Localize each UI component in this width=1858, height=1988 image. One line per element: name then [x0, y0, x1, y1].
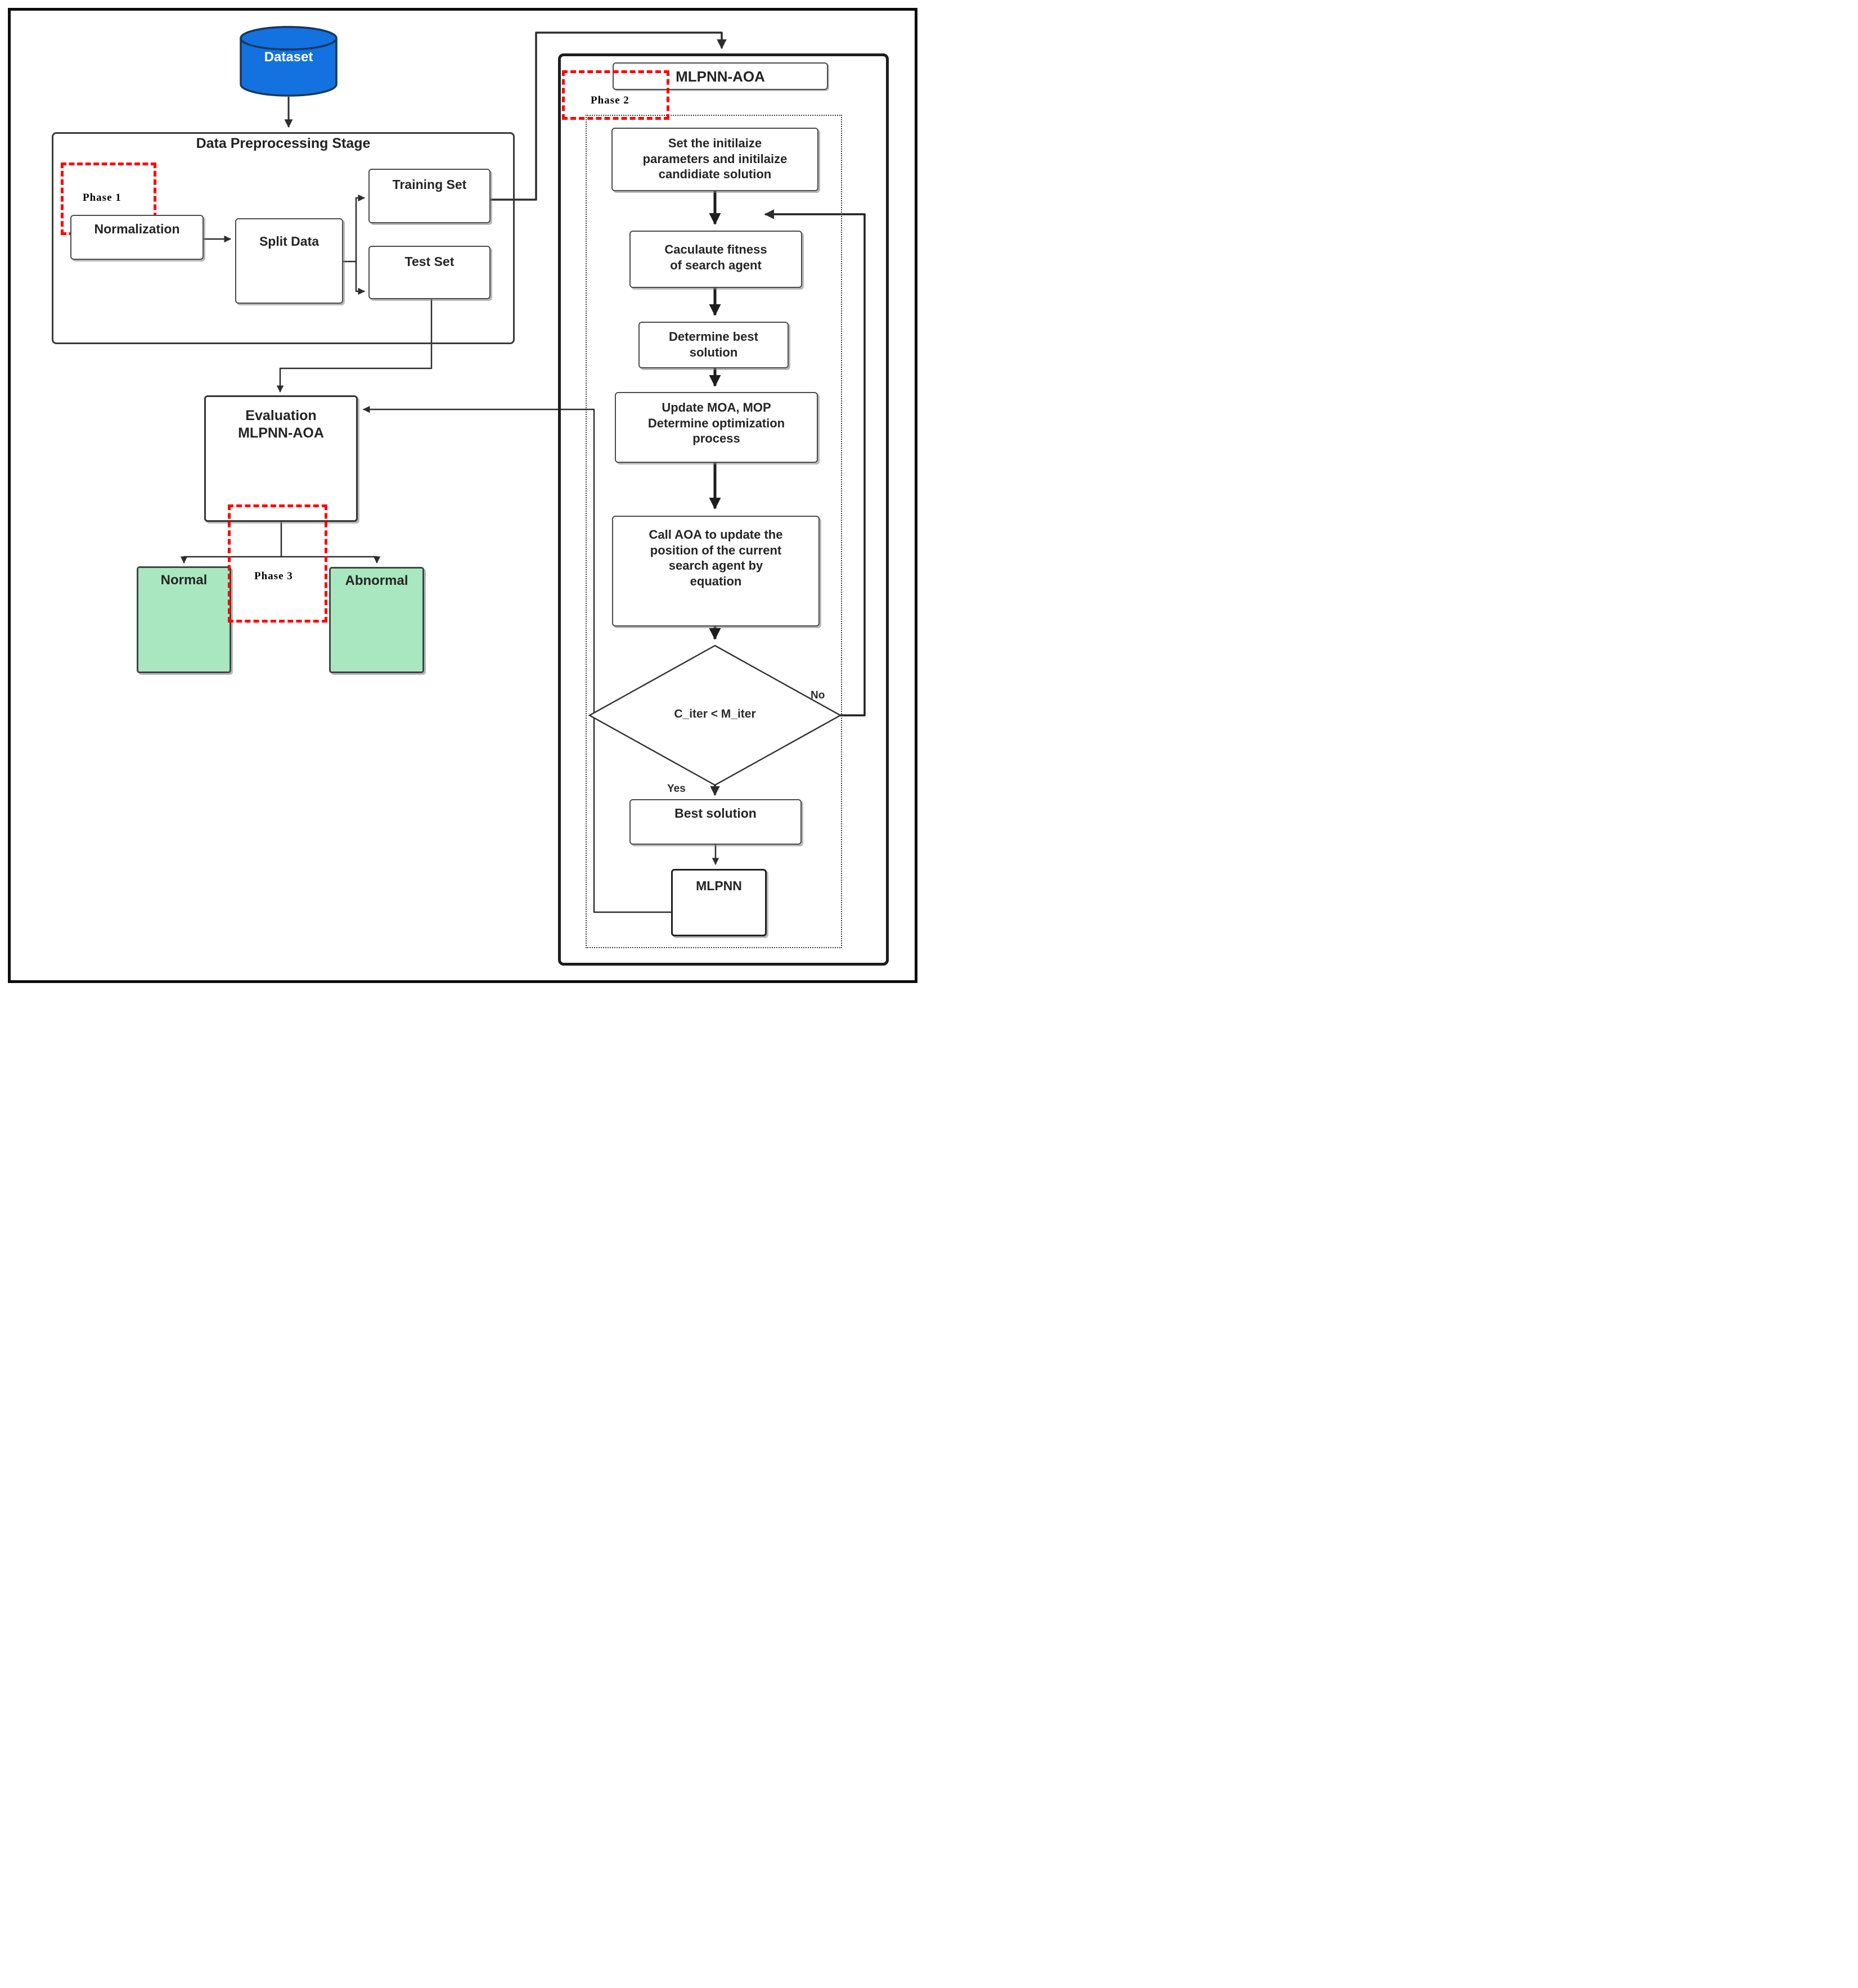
preprocessing-title: Data Preprocessing Stage	[196, 136, 371, 151]
update-line3: process	[692, 431, 740, 445]
figure-border	[8, 8, 917, 983]
evaluation-label-line2: MLPNN-AOA	[238, 425, 324, 441]
arrow-split-to-training	[343, 194, 366, 263]
arrow-mlpnn-to-evaluation	[362, 405, 671, 913]
decision-label: C_iter < M_iter	[674, 707, 756, 720]
arrow-split-to-test	[355, 262, 366, 295]
call-line4: equation	[690, 574, 742, 588]
flowchart-figure: Dataset Data Preprocessing Stage Phase 1…	[0, 0, 929, 994]
determine-line2: solution	[689, 345, 738, 359]
test-set-node: Test Set	[368, 246, 491, 299]
init-line2: parameters and initilaize	[642, 151, 788, 166]
mlpnn-node: MLPNN	[671, 869, 767, 936]
arrow-test-to-evaluation	[276, 299, 433, 393]
init-line3: candidiate solution	[658, 167, 772, 181]
decision-no-label: No	[811, 689, 825, 701]
calculate-fitness-node: Caculaute fitness of search agent	[629, 231, 802, 288]
phase2-dashed-box	[562, 70, 669, 120]
abnormal-node: Abnormal	[329, 567, 424, 673]
decision-yes-label: Yes	[667, 783, 686, 795]
determine-line1: Determine best	[669, 330, 758, 344]
arrow-branch-to-abnormal	[281, 556, 381, 564]
normal-node: Normal	[137, 566, 231, 673]
split-data-node: Split Data	[235, 218, 343, 304]
init-line1: Set the initilaize	[668, 136, 762, 150]
evaluation-label-line1: Evaluation	[245, 408, 317, 423]
aoa-dotted-region	[586, 115, 842, 948]
phase2-label: Phase 2	[591, 94, 629, 106]
arrow-branch-to-normal	[180, 556, 281, 564]
aoa-title-node: MLPNN-AOA	[613, 62, 828, 90]
aoa-container	[558, 53, 889, 966]
init-parameters-node: Set the initilaize parameters and initil…	[611, 128, 818, 191]
update-moa-node: Update MOA, MOP Determine optimization p…	[615, 392, 818, 463]
call-aoa-node: Call AOA to update the position of the c…	[612, 516, 820, 626]
fitness-line1: Caculaute fitness	[664, 242, 767, 256]
connector-layer	[180, 26, 866, 913]
phase3-label: Phase 3	[254, 570, 293, 582]
arrow-decision-no-loop	[764, 209, 866, 716]
evaluation-node: Evaluation MLPNN-AOA	[204, 395, 358, 522]
call-line1: Call AOA to update the	[649, 528, 783, 542]
call-line3: search agent by	[668, 558, 763, 572]
normalization-node: Normalization	[70, 215, 204, 260]
update-line2: Determine optimization	[647, 416, 785, 430]
preprocessing-container	[52, 132, 515, 344]
best-solution-node: Best solution	[629, 799, 802, 845]
dataset-node-label: Dataset	[264, 49, 313, 65]
dataset-cylinder-shape	[240, 26, 338, 97]
phase3-dashed-box	[228, 504, 327, 623]
phase1-label: Phase 1	[83, 192, 122, 204]
fitness-line2: of search agent	[670, 258, 762, 272]
determine-best-node: Determine best solution	[638, 322, 789, 368]
call-line2: position of the current	[650, 543, 782, 557]
training-set-node: Training Set	[368, 169, 491, 223]
update-line1: Update MOA, MOP	[662, 400, 771, 414]
arrow-training-to-aoa	[491, 31, 727, 201]
